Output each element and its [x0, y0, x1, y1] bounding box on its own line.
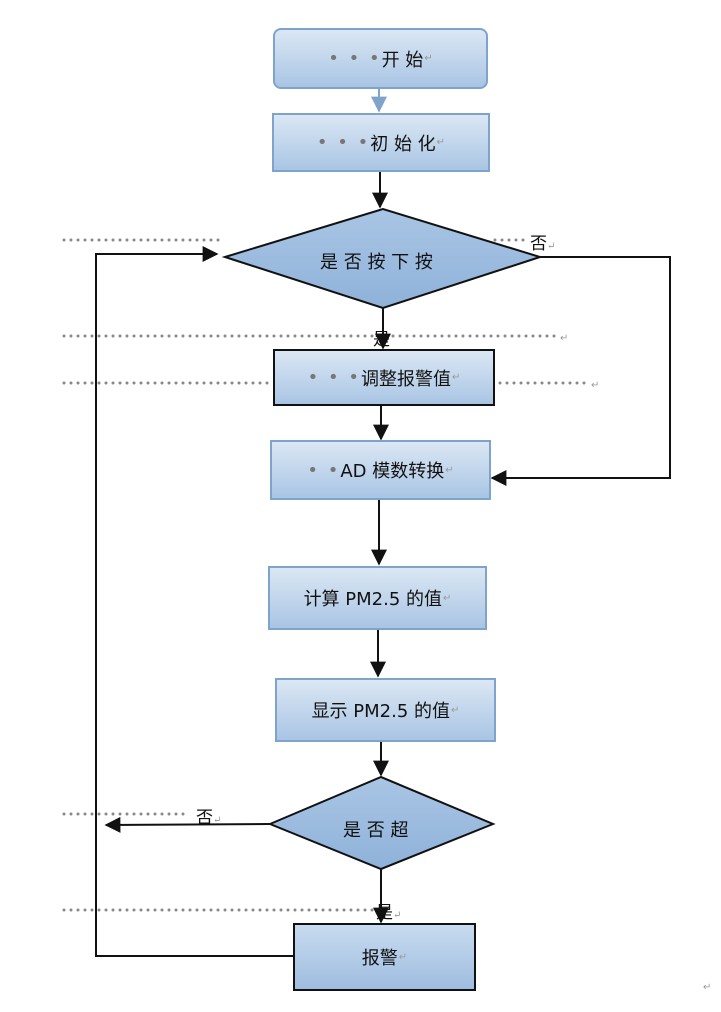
- return-mark: ↵: [424, 53, 433, 64]
- exceed-check-diamond: [267, 775, 496, 871]
- alarm-label: 报警: [361, 948, 398, 969]
- return-mark: ↵: [436, 137, 446, 148]
- key-yes-label: 是: [373, 325, 390, 350]
- return-mark: ↵: [560, 333, 569, 344]
- return-mark: ↵: [445, 464, 454, 476]
- show-pm-node: 显示 PM2.5 的值 ↵: [275, 678, 496, 742]
- return-mark: ↵: [393, 910, 402, 921]
- calc-pm-label: 计算 PM2.5 的值: [303, 589, 443, 610]
- dot-leader: • • •: [328, 48, 382, 69]
- exceed-yes-text: 是: [376, 903, 393, 923]
- adjust-alarm-node: • • • 调整报警值 ↵: [273, 349, 495, 406]
- key-no-text: 否: [530, 234, 547, 254]
- dot-leader: • • •: [307, 367, 361, 388]
- return-mark: ↵: [451, 372, 461, 383]
- return-mark: ↵: [443, 592, 452, 604]
- exceed-no-label: 否↵: [196, 803, 221, 828]
- alarm-node: 报警 ↵: [293, 923, 476, 991]
- init-node-label: 初 始 化: [370, 133, 436, 155]
- start-node: • • • 开 始 ↵: [273, 28, 488, 89]
- ad-convert-label: AD 模数转换: [340, 461, 445, 482]
- ad-convert-node: • • AD 模数转换 ↵: [270, 440, 491, 500]
- flow-arrows: [95, 89, 671, 957]
- key-check-label: 是 否 按 下 按: [320, 248, 433, 274]
- exceed-yes-label: 是↵: [376, 898, 401, 923]
- calc-pm-node: 计算 PM2.5 的值 ↵: [268, 566, 487, 630]
- key-check-text: 是 否 按 下 按: [320, 252, 433, 273]
- return-mark: ↵: [213, 815, 222, 826]
- exceed-check-label: 是 否 超: [343, 816, 408, 842]
- return-mark: ↵: [703, 982, 712, 993]
- exceed-no-text: 否: [196, 808, 213, 828]
- adjust-alarm-label: 调整报警值: [360, 368, 451, 390]
- dot-leader: • • •: [316, 132, 371, 153]
- key-yes-text: 是: [373, 330, 390, 350]
- show-pm-label: 显示 PM2.5 的值: [311, 701, 451, 722]
- dot-leader: • •: [307, 459, 341, 481]
- key-no-label: 否↵: [530, 229, 555, 254]
- return-mark: ↵: [451, 704, 460, 716]
- init-node: • • • 初 始 化 ↵: [272, 113, 490, 172]
- dotted-guides: [62, 238, 590, 912]
- exceed-check-text: 是 否 超: [343, 820, 409, 841]
- return-mark: ↵: [591, 380, 600, 391]
- return-mark: ↵: [547, 241, 556, 252]
- start-node-label: 开 始: [381, 49, 424, 71]
- return-mark: ↵: [398, 951, 408, 963]
